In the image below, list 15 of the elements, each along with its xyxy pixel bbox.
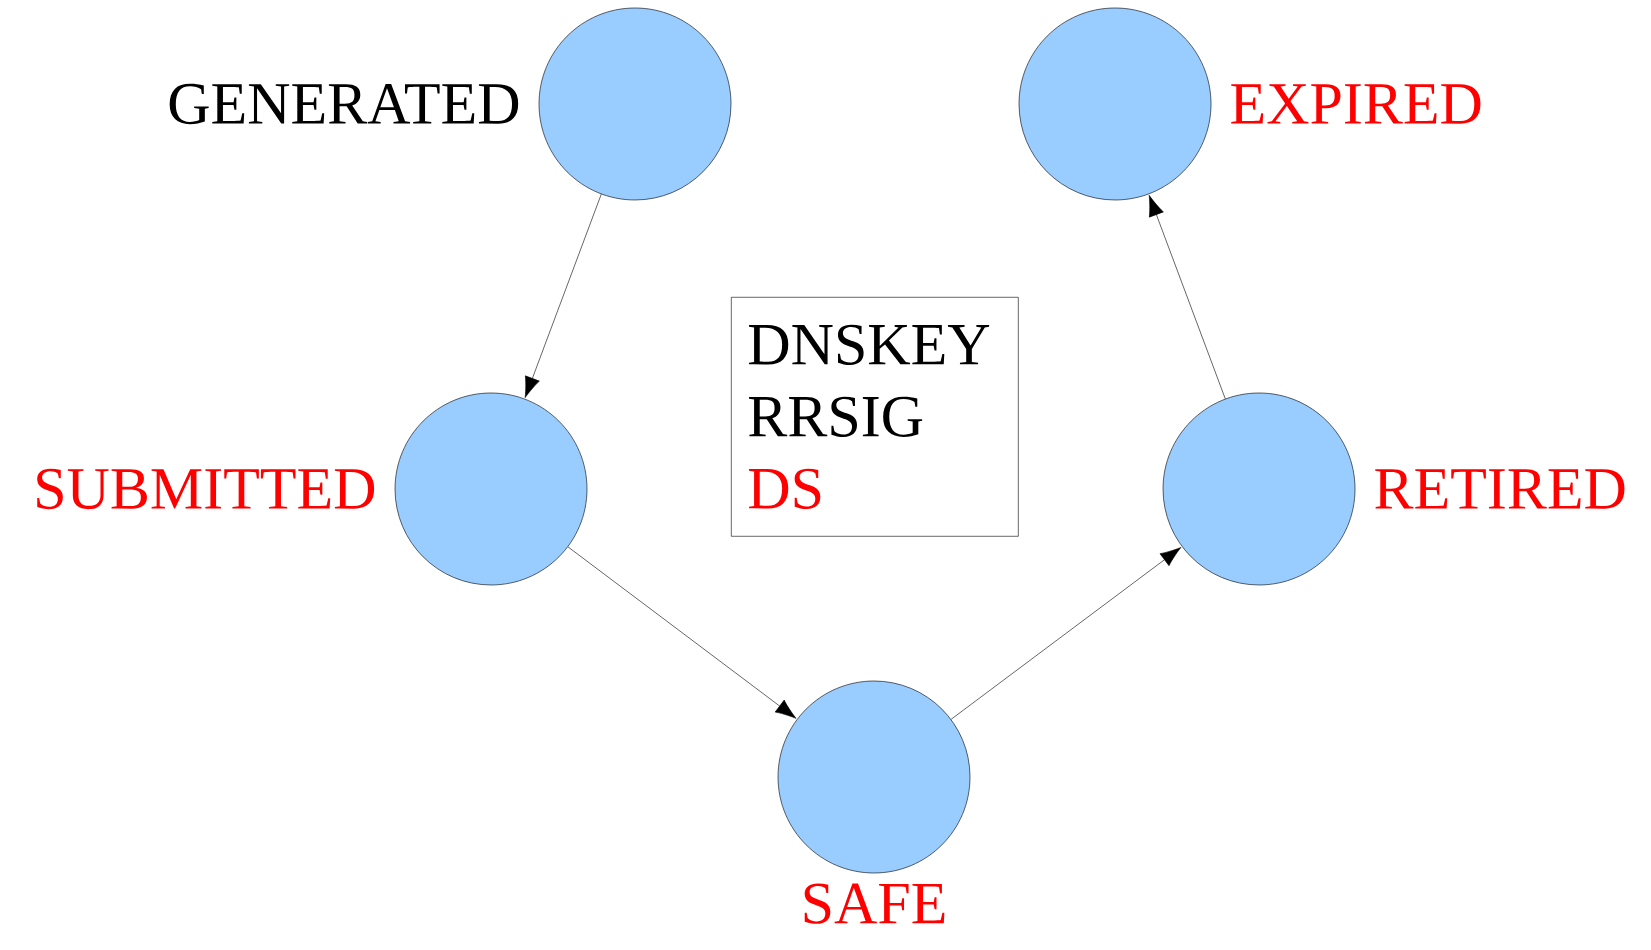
- state-label: EXPIRED: [1231, 84, 1481, 124]
- state-circle: [777, 680, 971, 874]
- arrow: [950, 547, 1182, 720]
- record-box: DNSKEY RRSIG DS: [731, 297, 1019, 537]
- state-circle: [394, 392, 588, 586]
- state-circle: [538, 7, 732, 201]
- state-label: SAFE: [804, 883, 945, 924]
- arrow: [567, 546, 797, 719]
- state-circle: [1162, 392, 1356, 586]
- state-label: GENERATED: [169, 83, 519, 125]
- state-label: SUBMITTED: [37, 468, 375, 510]
- state-label: RETIRED: [1375, 469, 1625, 509]
- state-circle: [1018, 7, 1212, 201]
- arrow: [1148, 195, 1226, 400]
- arrow: [524, 193, 602, 398]
